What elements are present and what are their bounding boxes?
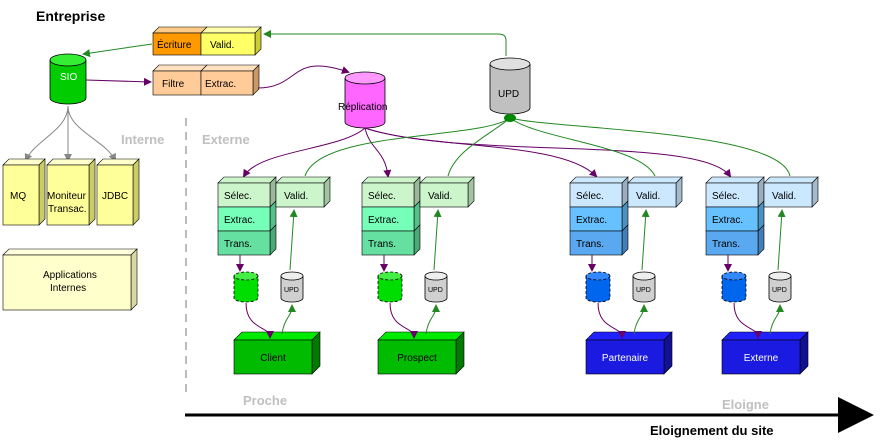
svg-text:Internes: Internes	[50, 283, 86, 294]
svg-text:Valid.: Valid.	[210, 40, 234, 51]
site-box-prospect: Prospect	[377, 331, 465, 375]
site-column-externe: Sélec. Extrac. Trans. Valid. UPD Externe	[705, 176, 819, 375]
svg-text:UPD: UPD	[284, 287, 299, 294]
site-label: Client	[260, 353, 286, 364]
svg-text:UPD: UPD	[428, 287, 443, 294]
site-column-prospect: Sélec. Extrac. Trans. Valid. UPD Prospect	[361, 176, 475, 375]
stack-selec-box: Sélec.	[361, 176, 421, 208]
label-proche: Proche	[243, 393, 287, 408]
local-upd-cylinder: UPD	[768, 271, 792, 303]
local-store-cylinder	[721, 271, 747, 303]
ecriture-box: Écriture	[152, 26, 208, 56]
stack-selec-box: Sélec.	[705, 176, 765, 208]
svg-text:Extrac.: Extrac.	[368, 215, 399, 226]
svg-text:UPD: UPD	[498, 89, 519, 100]
svg-text:Applications: Applications	[43, 270, 97, 281]
sio-cylinder: SIO	[49, 53, 87, 105]
svg-text:Valid.: Valid.	[636, 191, 660, 202]
svg-text:Réplication: Réplication	[338, 102, 387, 113]
svg-text:Extrac.: Extrac.	[224, 215, 255, 226]
extrac-top-box: Extrac.	[200, 64, 260, 96]
label-externe: Externe	[202, 132, 250, 147]
replication-cylinder: Réplication	[338, 71, 387, 129]
site-label: Prospect	[397, 353, 437, 364]
filtre-box: Filtre	[152, 64, 208, 96]
title-entreprise: Entreprise	[36, 8, 105, 24]
svg-text:Valid.: Valid.	[284, 191, 308, 202]
applications-internes-box: Applications Internes	[2, 248, 138, 311]
svg-text:Écriture: Écriture	[157, 38, 192, 51]
svg-text:Transac.: Transac.	[48, 204, 87, 215]
axis-label: Eloignement du site	[650, 423, 774, 438]
moniteur-box: Moniteur Transac.	[46, 158, 96, 226]
site-box-client: Client	[233, 331, 321, 375]
stack-valid-box: Valid.	[275, 176, 331, 208]
svg-text:Sélec.: Sélec.	[712, 191, 740, 202]
jdbc-box: JDBC	[96, 158, 140, 226]
label-eloigne: Eloigne	[722, 397, 769, 412]
label-interne: Interne	[121, 132, 164, 147]
svg-text:SIO: SIO	[60, 72, 77, 83]
stack-trans-box: Trans.	[705, 224, 765, 256]
svg-text:JDBC: JDBC	[102, 191, 128, 202]
site-label: Externe	[744, 353, 779, 364]
stack-selec-box: Sélec.	[217, 176, 277, 208]
svg-text:Trans.: Trans.	[368, 239, 396, 250]
local-store-cylinder	[377, 271, 403, 303]
valid-top-box: Valid.	[200, 26, 262, 56]
stack-valid-box: Valid.	[763, 176, 819, 208]
stack-selec-box: Sélec.	[569, 176, 629, 208]
site-box-partenaire: Partenaire	[585, 331, 673, 375]
upd-cylinder: UPD	[489, 57, 531, 115]
stack-valid-box: Valid.	[419, 176, 475, 208]
stack-trans-box: Trans.	[217, 224, 277, 256]
local-upd-cylinder: UPD	[280, 271, 304, 303]
site-label: Partenaire	[602, 353, 649, 364]
stack-extrac-box: Extrac.	[361, 200, 421, 232]
mq-box: MQ	[2, 158, 46, 226]
stack-valid-box: Valid.	[627, 176, 683, 208]
stack-extrac-box: Extrac.	[705, 200, 765, 232]
svg-text:Extrac.: Extrac.	[205, 79, 236, 90]
site-column-client: Sélec. Extrac. Trans. Valid. UPD Client	[217, 176, 331, 375]
svg-text:Extrac.: Extrac.	[576, 215, 607, 226]
local-upd-cylinder: UPD	[424, 271, 448, 303]
local-store-cylinder	[585, 271, 611, 303]
svg-text:UPD: UPD	[772, 287, 787, 294]
svg-text:MQ: MQ	[10, 191, 26, 202]
svg-text:Moniteur: Moniteur	[47, 191, 87, 202]
site-column-partenaire: Sélec. Extrac. Trans. Valid. UPD Partenaire	[569, 176, 683, 375]
svg-text:Trans.: Trans.	[576, 239, 604, 250]
svg-text:Trans.: Trans.	[712, 239, 740, 250]
stack-extrac-box: Extrac.	[217, 200, 277, 232]
local-upd-cylinder: UPD	[632, 271, 656, 303]
svg-text:Valid.: Valid.	[772, 191, 796, 202]
stack-trans-box: Trans.	[361, 224, 421, 256]
local-store-cylinder	[233, 271, 259, 303]
svg-text:Trans.: Trans.	[224, 239, 252, 250]
svg-text:Sélec.: Sélec.	[576, 191, 604, 202]
svg-text:Sélec.: Sélec.	[368, 191, 396, 202]
stack-trans-box: Trans.	[569, 224, 629, 256]
svg-text:UPD: UPD	[636, 287, 651, 294]
svg-text:Filtre: Filtre	[162, 79, 185, 90]
svg-text:Valid.: Valid.	[428, 191, 452, 202]
site-box-externe: Externe	[721, 331, 809, 375]
svg-text:Extrac.: Extrac.	[712, 215, 743, 226]
svg-text:Sélec.: Sélec.	[224, 191, 252, 202]
